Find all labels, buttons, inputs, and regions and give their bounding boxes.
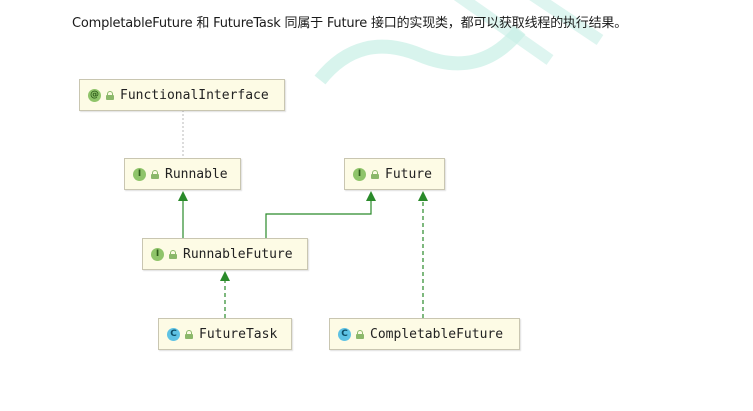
implements-runnablefuture-arrow — [220, 271, 230, 281]
lock-icon — [151, 169, 159, 179]
extends-runnable-arrow — [178, 191, 188, 201]
node-label: CompletableFuture — [370, 326, 504, 342]
node-future: I Future — [344, 158, 445, 190]
lock-icon — [106, 90, 114, 100]
node-runnable: I Runnable — [124, 158, 241, 190]
interface-icon: I — [151, 247, 164, 261]
implements-future-arrow — [418, 191, 428, 201]
node-runnable-future: I RunnableFuture — [142, 238, 308, 270]
node-completable-future: C CompletableFuture — [329, 318, 520, 350]
node-label: FutureTask — [199, 326, 278, 342]
class-icon: C — [338, 327, 351, 341]
node-functional-interface: @ FunctionalInterface — [79, 79, 285, 111]
class-icon: C — [167, 327, 180, 341]
node-label: RunnableFuture — [183, 246, 293, 262]
lock-icon — [185, 329, 193, 339]
node-label: Runnable — [165, 166, 228, 182]
node-label: Future — [385, 166, 432, 182]
interface-icon: I — [353, 167, 366, 181]
interface-icon: I — [133, 167, 146, 181]
extends-future-arrow — [366, 191, 376, 201]
annotation-icon: @ — [88, 88, 101, 102]
caption-text: CompletableFuture 和 FutureTask 同属于 Futur… — [72, 16, 627, 31]
node-label: FunctionalInterface — [120, 87, 269, 103]
lock-icon — [169, 249, 177, 259]
node-future-task: C FutureTask — [158, 318, 292, 350]
lock-icon — [371, 169, 379, 179]
extends-future-edge — [265, 196, 372, 238]
lock-icon — [356, 329, 364, 339]
